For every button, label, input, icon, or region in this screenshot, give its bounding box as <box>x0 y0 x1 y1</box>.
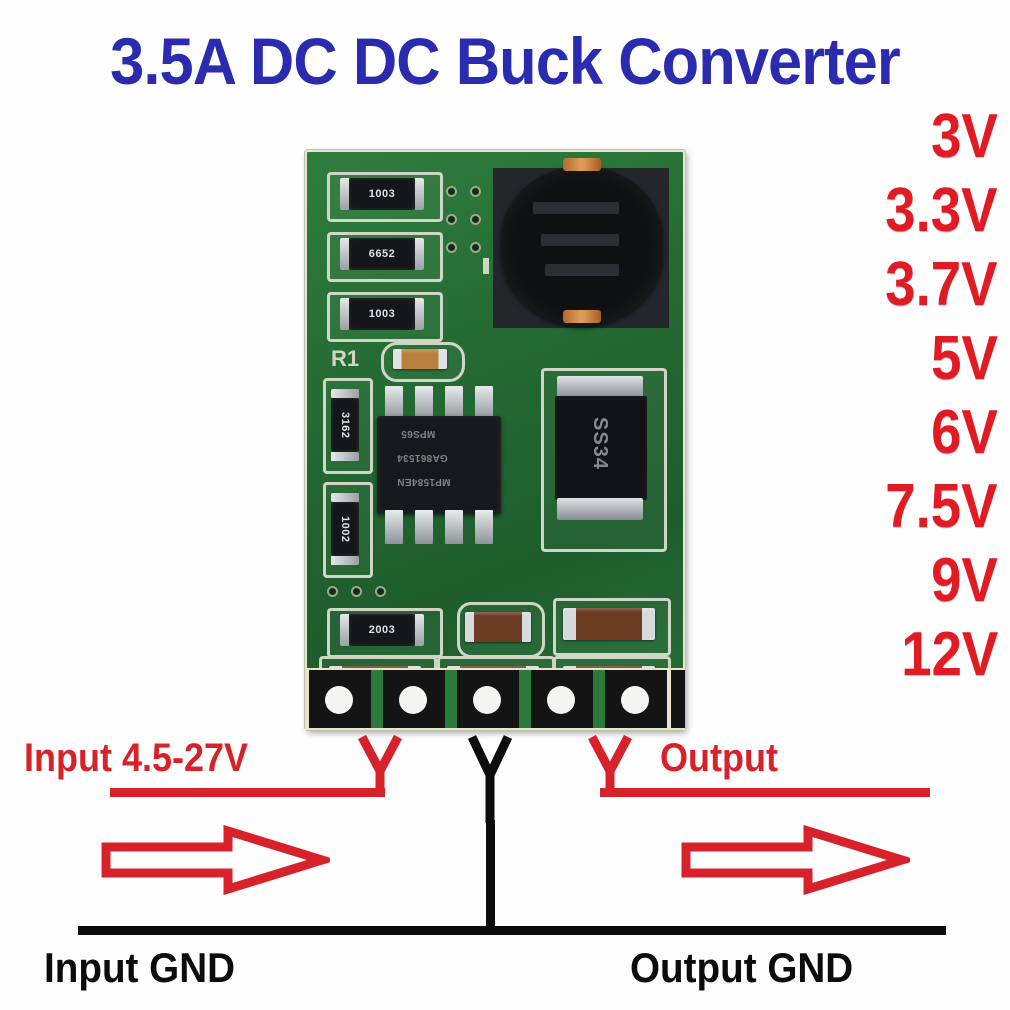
ic-marking-line1: MP1584EN <box>397 476 451 487</box>
resistor-2003: 2003 <box>340 614 424 646</box>
silk-tick <box>483 258 489 274</box>
input-rail <box>110 788 385 797</box>
resistor-1003-b: 1003 <box>340 298 424 330</box>
ic-marking-line2: GA861534 <box>397 452 448 463</box>
pad-hole <box>399 686 427 714</box>
schottky-diode <box>555 396 647 500</box>
voltage-option: 9V <box>931 546 998 615</box>
voltage-option: 7.5V <box>885 472 998 541</box>
output-gnd-label: Output GND <box>630 944 854 991</box>
pad-hole <box>473 686 501 714</box>
inductor-marking <box>545 264 619 276</box>
voltage-option: 12V <box>900 620 998 689</box>
diode-terminal <box>557 376 643 398</box>
pad-gap <box>445 670 457 728</box>
mlcc-capacitor <box>563 608 655 640</box>
input-flow-arrow-icon <box>100 824 338 900</box>
ic-pin <box>415 386 433 420</box>
ic-pin <box>415 510 433 544</box>
pcb-module: 1003 6652 1003 R1 3162 1002 <box>305 150 685 730</box>
via <box>448 188 455 195</box>
input-gnd-label: Input GND <box>44 944 236 991</box>
via <box>448 244 455 251</box>
voltage-option: 3.3V <box>885 176 998 245</box>
r1-jumper <box>393 349 447 369</box>
gnd-drop-line <box>486 820 495 930</box>
pad-gap <box>519 670 531 728</box>
via <box>329 588 336 595</box>
ic-pin <box>445 386 463 420</box>
voltage-option: 3.7V <box>885 250 998 319</box>
ic-pin <box>475 510 493 544</box>
resistor-1002: 1002 <box>331 493 359 565</box>
output-flow-arrow-icon <box>680 824 918 900</box>
via <box>472 216 479 223</box>
solder-pad-6 <box>671 670 685 728</box>
output-voltage-list: 3V 3.3V 3.7V 5V 6V 7.5V 9V 12V <box>768 100 998 692</box>
diode-terminal <box>557 498 643 520</box>
ic-pin <box>445 510 463 544</box>
gnd-rail <box>78 926 946 935</box>
resistor-6652: 6652 <box>340 238 424 270</box>
inductor-marking <box>533 202 619 214</box>
pad-hole <box>621 686 649 714</box>
ic-pin <box>385 386 403 420</box>
ic-pin <box>475 386 493 420</box>
pad-hole <box>325 686 353 714</box>
pad-hole <box>547 686 575 714</box>
resistor-1003-a: 1003 <box>340 178 424 210</box>
silkscreen-r1-label: R1 <box>331 346 360 371</box>
buck-regulator-ic <box>377 416 501 514</box>
ic-marking-line3: MPS65 <box>401 428 436 439</box>
voltage-option: 6V <box>931 398 998 467</box>
ic-pin <box>385 510 403 544</box>
inductor-wire-bottom <box>563 310 601 323</box>
via <box>472 188 479 195</box>
via <box>377 588 384 595</box>
via <box>472 244 479 251</box>
diode-marking: SS34 <box>588 417 611 470</box>
pin-pad-strip <box>305 668 685 730</box>
inductor-wire-top <box>563 158 601 171</box>
voltage-option: 3V <box>931 102 998 171</box>
input-voltage-label: Input 4.5-27V <box>24 736 249 780</box>
output-rail <box>600 788 930 797</box>
output-label: Output <box>660 736 778 780</box>
voltage-option: 5V <box>931 324 998 393</box>
power-inductor <box>501 166 663 326</box>
inductor-marking <box>541 234 619 246</box>
pad-gap <box>593 670 605 728</box>
pad-gap <box>371 670 383 728</box>
page-title: 3.5A DC DC Buck Converter <box>110 24 901 98</box>
mlcc-capacitor <box>465 612 531 642</box>
resistor-3162: 3162 <box>331 389 359 461</box>
via <box>353 588 360 595</box>
via <box>448 216 455 223</box>
